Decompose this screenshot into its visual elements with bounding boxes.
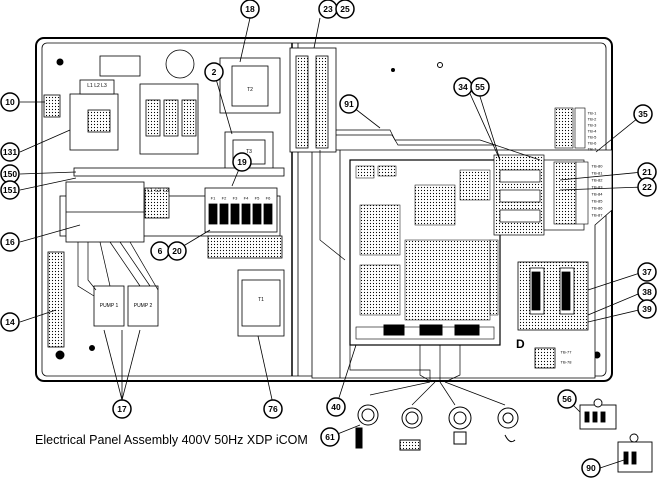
callout-16: 16 bbox=[0, 232, 20, 252]
callout-38: 38 bbox=[637, 282, 657, 302]
callout-22: 22 bbox=[637, 177, 657, 197]
label-tb-85: TB-85 bbox=[592, 199, 604, 204]
svg-text:18: 18 bbox=[245, 4, 255, 14]
svg-text:38: 38 bbox=[642, 287, 652, 297]
terminal-block-mid-right bbox=[553, 161, 589, 225]
svg-text:39: 39 bbox=[642, 304, 652, 314]
svg-text:76: 76 bbox=[268, 404, 278, 414]
label-pump-1: PUMP 1 bbox=[100, 303, 119, 309]
callout-20: 20 bbox=[167, 241, 187, 261]
sensor-assemblies bbox=[355, 404, 519, 451]
callout-19: 19 bbox=[232, 152, 252, 172]
control-board bbox=[349, 159, 501, 346]
svg-text:56: 56 bbox=[562, 394, 572, 404]
label-tb-80: TB-80 bbox=[592, 164, 604, 169]
label-tb-4: TB-4 bbox=[588, 129, 597, 134]
svg-text:91: 91 bbox=[344, 99, 354, 109]
callout-14: 14 bbox=[0, 312, 20, 332]
terminal-block-top-right bbox=[554, 107, 586, 149]
label-pump-2: PUMP 2 bbox=[134, 303, 153, 309]
svg-text:35: 35 bbox=[638, 109, 648, 119]
label-t2: T2 bbox=[247, 87, 253, 93]
label-fuse-1: F1 bbox=[211, 196, 216, 201]
svg-text:22: 22 bbox=[642, 182, 652, 192]
svg-text:151: 151 bbox=[3, 185, 17, 195]
label-tb-78: TB-78 bbox=[561, 360, 573, 365]
label-d: D bbox=[516, 337, 525, 351]
svg-text:25: 25 bbox=[340, 4, 350, 14]
label-tb-83: TB-83 bbox=[592, 185, 604, 190]
svg-text:16: 16 bbox=[5, 237, 15, 247]
svg-text:17: 17 bbox=[117, 404, 127, 414]
callout-17: 17 bbox=[112, 399, 132, 419]
callout-40: 40 bbox=[326, 397, 346, 417]
diagram-caption: Electrical Panel Assembly 400V 50Hz XDP … bbox=[35, 433, 308, 447]
callout-90: 90 bbox=[581, 458, 601, 478]
label-tb-6: TB-6 bbox=[588, 141, 597, 146]
label-tb-1: TB-1 bbox=[588, 111, 597, 116]
callout-39: 39 bbox=[637, 299, 657, 319]
callout-2: 2 bbox=[204, 62, 224, 82]
label-tb-77: TB-77 bbox=[561, 350, 573, 355]
accessory-kits bbox=[579, 398, 653, 473]
callout-34: 34 bbox=[453, 77, 473, 97]
label-tb-87: TB-87 bbox=[592, 213, 604, 218]
svg-text:2: 2 bbox=[212, 67, 217, 77]
svg-text:21: 21 bbox=[642, 167, 652, 177]
callout-18: 18 bbox=[240, 0, 260, 19]
label-tb-84: TB-84 bbox=[592, 192, 604, 197]
callout-25: 25 bbox=[335, 0, 355, 19]
svg-text:23: 23 bbox=[323, 4, 333, 14]
label-l1: L1 bbox=[147, 188, 153, 194]
callout-91: 91 bbox=[339, 94, 359, 114]
svg-text:14: 14 bbox=[5, 317, 15, 327]
label-tb-7: TB-7 bbox=[588, 147, 597, 152]
label-t3: T3 bbox=[246, 149, 252, 155]
callout-35: 35 bbox=[633, 104, 653, 124]
label-l3: L3 bbox=[163, 188, 169, 194]
svg-text:40: 40 bbox=[331, 402, 341, 412]
svg-text:90: 90 bbox=[586, 463, 596, 473]
callout-61: 61 bbox=[320, 427, 340, 447]
callout-56: 56 bbox=[557, 389, 577, 409]
label-l2: L2 bbox=[155, 188, 161, 194]
label-t1: T1 bbox=[258, 297, 264, 303]
svg-text:150: 150 bbox=[3, 169, 17, 179]
svg-text:10: 10 bbox=[5, 97, 15, 107]
svg-text:131: 131 bbox=[3, 147, 17, 157]
callout-55: 55 bbox=[470, 77, 490, 97]
contactor-phase-label: L1 L2 L3 bbox=[87, 83, 107, 89]
label-fuse-5: F5 bbox=[255, 196, 260, 201]
label-tb-2: TB-2 bbox=[588, 117, 597, 122]
label-fuse-2: F2 bbox=[222, 196, 227, 201]
label-tb-81: TB-81 bbox=[592, 171, 604, 176]
svg-text:37: 37 bbox=[642, 267, 652, 277]
label-fuse-3: F3 bbox=[233, 196, 238, 201]
callout-151: 151 bbox=[0, 180, 20, 200]
component-labels: L1 L2 L3 L1 L2 L3 PUMP 1 PUMP 2 T1 T2 T3… bbox=[87, 83, 603, 365]
svg-text:34: 34 bbox=[458, 82, 468, 92]
callout-23: 23 bbox=[318, 0, 338, 19]
callout-6: 6 bbox=[150, 241, 170, 261]
label-tb-82: TB-82 bbox=[592, 178, 604, 183]
callout-131: 131 bbox=[0, 142, 20, 162]
svg-text:61: 61 bbox=[325, 432, 335, 442]
label-tb-86: TB-86 bbox=[592, 206, 604, 211]
svg-text:55: 55 bbox=[475, 82, 485, 92]
callout-37: 37 bbox=[637, 262, 657, 282]
callout-10: 10 bbox=[0, 92, 20, 112]
svg-text:20: 20 bbox=[172, 246, 182, 256]
callout-76: 76 bbox=[263, 399, 283, 419]
transformer-module-d bbox=[517, 261, 589, 369]
wiring bbox=[77, 129, 541, 406]
label-tb-5: TB-5 bbox=[588, 135, 597, 140]
label-tb-3: TB-3 bbox=[588, 123, 597, 128]
label-fuse-4: F4 bbox=[244, 196, 249, 201]
svg-text:6: 6 bbox=[158, 246, 163, 256]
svg-text:19: 19 bbox=[237, 157, 247, 167]
label-fuse-6: F6 bbox=[266, 196, 271, 201]
